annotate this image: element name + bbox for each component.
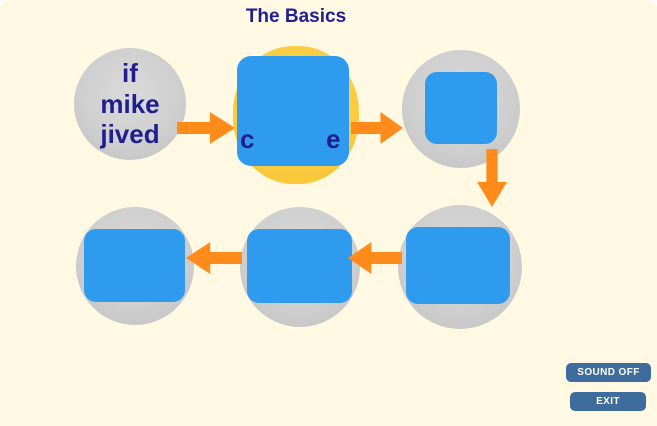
answer-cover-2[interactable] [237,56,349,166]
word-fragment-left: c [240,124,255,154]
arrow-left-icon [186,242,242,274]
arrow-right-icon [177,112,235,144]
answer-cover-5[interactable] [247,229,352,303]
arrow-right-icon [351,112,403,144]
exit-button[interactable]: EXIT [570,392,646,411]
answer-cover-3[interactable] [425,72,497,144]
answer-cover-6[interactable] [406,227,510,304]
word-fragment-right: e [326,124,341,154]
sound-off-button[interactable]: SOUND OFF [566,363,651,382]
arrow-left-icon [348,242,402,274]
arrow-down-icon [477,149,507,207]
word-text: if mike jived [100,57,160,150]
word-bubble-1[interactable]: if mike jived [74,48,186,160]
page-title: The Basics [245,6,347,27]
answer-cover-4[interactable] [84,229,185,302]
